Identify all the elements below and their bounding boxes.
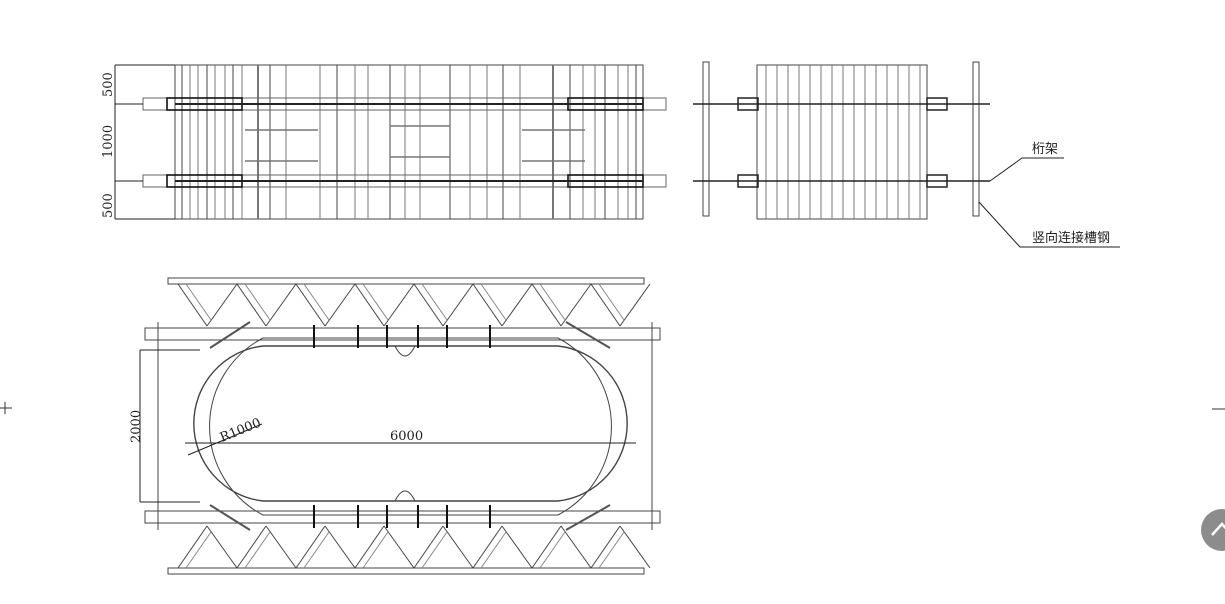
truss-diagonal xyxy=(295,283,326,327)
truss-diagonal xyxy=(177,283,208,327)
dim-1000: 1000 xyxy=(101,125,116,158)
dim-500-top: 500 xyxy=(101,72,116,97)
side-beams xyxy=(693,97,990,188)
truss-diagonal xyxy=(303,531,330,569)
truss-diagonal xyxy=(244,283,271,321)
truss-diagonal xyxy=(185,283,212,321)
truss-top-diagonals xyxy=(177,283,651,327)
truss-diagonal xyxy=(265,283,297,327)
side-vertical-members xyxy=(765,65,921,219)
label-vertical-channel: 竖向连接槽钢 xyxy=(1032,230,1110,246)
truss-diagonal xyxy=(362,283,389,321)
truss-diagonal xyxy=(421,283,448,321)
truss-diagonal xyxy=(295,525,326,569)
truss-diagonal xyxy=(185,531,212,569)
leader-lines xyxy=(978,157,1120,248)
dim-r1000: R1000 xyxy=(218,416,263,446)
dimensions xyxy=(139,349,636,503)
truss-diagonal xyxy=(442,525,474,569)
truss-diagonal xyxy=(265,525,297,569)
truss-diagonal xyxy=(590,283,621,327)
truss-diagonal xyxy=(354,283,385,327)
truss-diagonal xyxy=(244,531,271,569)
truss-diagonal xyxy=(472,283,503,327)
truss-diagonal xyxy=(560,283,592,327)
truss-diagonal xyxy=(560,525,592,569)
truss-diagonal xyxy=(324,283,356,327)
plan-view xyxy=(114,64,667,220)
truss-diagonal xyxy=(619,283,651,327)
label-truss: 桁架 xyxy=(1032,142,1058,157)
truss-diagonal xyxy=(539,531,566,569)
stadium-inner xyxy=(193,345,628,502)
lower-beam xyxy=(144,510,661,524)
truss-diagonal xyxy=(236,525,267,569)
corner-braces xyxy=(209,321,611,531)
truss-diagonal xyxy=(303,283,330,321)
truss-diagonal xyxy=(324,525,356,569)
plan-vertical-members xyxy=(181,65,637,219)
truss-diagonal xyxy=(206,283,238,327)
side-outline xyxy=(756,64,928,220)
top-chord xyxy=(167,277,645,285)
dim-6000: 6000 xyxy=(390,429,423,444)
dimension-lines xyxy=(114,64,175,220)
truss-diagonal xyxy=(413,525,444,569)
bottom-chord xyxy=(167,567,645,575)
truss-diagonal xyxy=(590,525,621,569)
truss-diagonal xyxy=(501,525,533,569)
dim-500-bottom: 500 xyxy=(101,193,116,218)
truss-diagonal xyxy=(177,525,208,569)
dim-2000: 2000 xyxy=(129,410,144,443)
truss-diagonal xyxy=(539,283,566,321)
truss-diagonal xyxy=(619,525,651,569)
lifting-lug-top xyxy=(394,345,416,357)
clamps xyxy=(313,325,491,528)
truss-diagonal xyxy=(236,283,267,327)
truss-bottom-diagonals xyxy=(177,525,651,569)
chevron-up-icon xyxy=(1211,522,1225,536)
truss-diagonal xyxy=(442,283,474,327)
truss-diagonal xyxy=(501,283,533,327)
truss-diagonal xyxy=(206,525,238,569)
plan-crossbars xyxy=(245,125,585,162)
truss-diagonal xyxy=(531,525,562,569)
side-view xyxy=(693,61,1120,248)
vertical-channel-right xyxy=(972,61,980,217)
vertical-channel-left xyxy=(702,61,710,217)
truss-diagonal xyxy=(354,525,385,569)
stadium-outer xyxy=(209,337,612,516)
truss-diagonal xyxy=(421,531,448,569)
truss-diagonal xyxy=(480,283,507,321)
edge-marker-left xyxy=(0,402,12,414)
truss-diagonal xyxy=(383,283,415,327)
truss-diagonal xyxy=(480,531,507,569)
truss-diagonal xyxy=(598,531,625,569)
section-view xyxy=(139,277,661,575)
truss-diagonal xyxy=(383,525,415,569)
plan-beam-top xyxy=(142,97,667,111)
upper-beam xyxy=(144,327,661,341)
truss-diagonal xyxy=(598,283,625,321)
truss-diagonal xyxy=(413,283,444,327)
plan-outline xyxy=(174,64,644,220)
truss-diagonal xyxy=(531,283,562,327)
truss-diagonal xyxy=(472,525,503,569)
truss-diagonal xyxy=(362,531,389,569)
lifting-lug-bottom xyxy=(394,490,416,502)
